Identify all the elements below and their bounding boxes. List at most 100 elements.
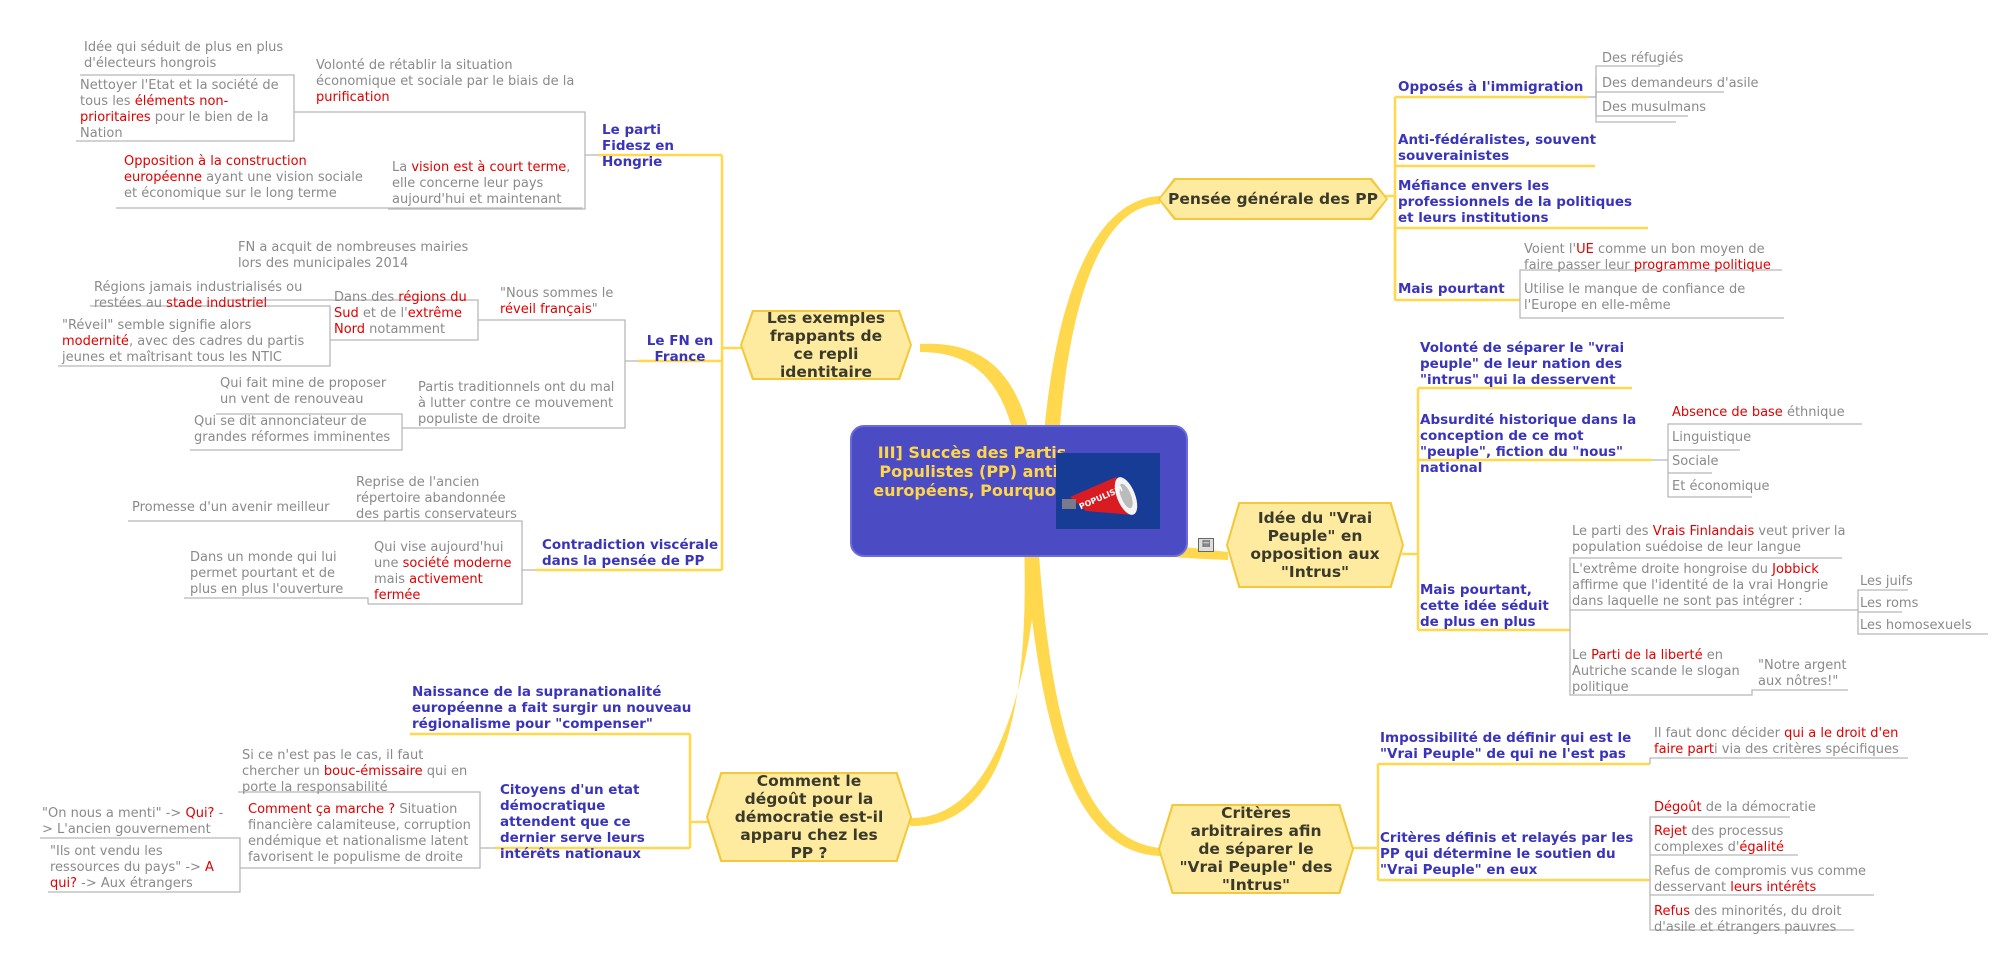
text-fragment: réveil français	[500, 302, 592, 317]
subtopic-absurdite[interactable]: Absurdité historique dans la conception …	[1420, 412, 1637, 476]
text-fragment: stade industriel	[166, 296, 268, 311]
leaf-refus-minorites[interactable]: Refus des minorités, du droit d'asile et…	[1654, 904, 1854, 936]
text-fragment: Dégoût	[1654, 800, 1702, 815]
leaf-purification[interactable]: Volonté de rétablir la situation économi…	[316, 58, 578, 106]
subtopic-fn[interactable]: Le FN en France	[646, 333, 714, 365]
text-fragment: "On nous a menti" ->	[42, 806, 186, 821]
leaf-autriche[interactable]: Le Parti de la liberté en Autriche scand…	[1572, 648, 1742, 696]
text-fragment: ayant une vision sociale et économique s…	[124, 170, 363, 201]
leaf-menti[interactable]: "On nous a menti" -> Qui? -> L'ancien go…	[42, 806, 232, 838]
subtopic-definis[interactable]: Critères définis et relayés par les PP q…	[1380, 830, 1634, 878]
leaf-sociale[interactable]: Sociale	[1672, 454, 1719, 469]
leaf-modernite[interactable]: "Réveil" semble signifie alors modernité…	[62, 318, 317, 366]
text-fragment: Situation financière calamiteuse, corrup…	[248, 802, 471, 865]
topic-peuple[interactable]: Idée du "Vrai Peuple" en opposition aux …	[1228, 504, 1402, 586]
text-fragment: Volonté de rétablir la situation économi…	[316, 58, 575, 89]
text-fragment: des minorités, du droit d'asile et étran…	[1654, 904, 1842, 935]
text-fragment: "Nous sommes le	[500, 286, 614, 301]
leaf-vendu[interactable]: "Ils ont vendu les ressources du pays" -…	[50, 844, 230, 892]
text-fragment: société moderne	[402, 556, 512, 571]
leaf-demandeurs[interactable]: Des demandeurs d'asile	[1602, 76, 1759, 91]
leaf-reveil-francais[interactable]: "Nous sommes le réveil français"	[500, 286, 640, 318]
text-fragment: "Ils ont vendu les ressources du pays" -…	[50, 844, 206, 875]
leaf-musulmans[interactable]: Des musulmans	[1602, 100, 1707, 115]
leaf-ue[interactable]: Voient l'UE comme un bon moyen de faire …	[1524, 242, 1789, 274]
topic-criteres-label: Critères arbitraires afin de séparer le …	[1179, 804, 1333, 894]
topic-degout[interactable]: Comment le dégoût pour la démocratie est…	[708, 774, 910, 860]
megaphone-icon: POPULISM	[1056, 453, 1160, 529]
leaf-regions[interactable]: Dans des régions du Sud et de l'extrême …	[334, 290, 479, 338]
subtopic-mefiance[interactable]: Méfiance envers les professionnels de la…	[1398, 178, 1633, 226]
note-icon[interactable]: ▤	[1198, 538, 1214, 552]
subtopic-contradiction[interactable]: Contradiction viscérale dans la pensée d…	[542, 537, 719, 569]
text-fragment: notamment	[365, 322, 446, 337]
leaf-jobbik[interactable]: L'extrême droite hongroise du Jobbick af…	[1572, 562, 1854, 610]
text-fragment: i via des critères spécifiques	[1714, 742, 1899, 757]
leaf-seduit-hongrois[interactable]: Idée qui séduit de plus en plus d'électe…	[84, 40, 284, 71]
leaf-refugies[interactable]: Des réfugiés	[1602, 51, 1684, 66]
subtopic-anti-federal[interactable]: Anti-fédéralistes, souvent souverainiste…	[1398, 132, 1597, 164]
leaf-economique[interactable]: Et économique	[1672, 479, 1770, 494]
leaf-promesse[interactable]: Promesse d'un avenir meilleur	[132, 500, 330, 515]
text-fragment: activement fermée	[374, 572, 483, 603]
leaf-argent[interactable]: "Notre argent aux nôtres!"	[1758, 658, 1847, 689]
populism-image: POPULISM	[1056, 453, 1160, 529]
text-fragment: et de l'	[358, 306, 408, 321]
text-fragment: A qui?	[50, 860, 214, 891]
subtopic-impossibilite[interactable]: Impossibilité de définir qui est le "Vra…	[1380, 730, 1632, 762]
central-topic[interactable]: III] Succès des Partis Populistes (PP) a…	[850, 425, 1188, 557]
leaf-comment[interactable]: Comment ça marche ? Situation financière…	[248, 802, 476, 866]
text-fragment: Qui vise aujourd'hui une	[374, 540, 504, 571]
subtopic-immigration[interactable]: Opposés à l'immigration	[1398, 79, 1584, 95]
leaf-mairies[interactable]: FN a acquit de nombreuses mairies lors d…	[238, 240, 469, 271]
leaf-nettoyer[interactable]: Nettoyer l'Etat et la société de tous le…	[80, 78, 290, 142]
leaf-vision[interactable]: La vision est à court terme, elle concer…	[392, 160, 582, 208]
text-fragment: Vrais Finlandais	[1652, 524, 1755, 539]
text-fragment: Jobbick	[1772, 562, 1819, 577]
text-fragment: Le parti des	[1572, 524, 1653, 539]
leaf-reprise[interactable]: Reprise de l'ancien répertoire abandonné…	[356, 475, 517, 522]
leaf-juifs[interactable]: Les juifs	[1860, 574, 1913, 589]
text-fragment: L'extrême droite hongroise du	[1572, 562, 1773, 577]
leaf-opposition-construction[interactable]: Opposition à la construction européenne …	[124, 154, 374, 202]
subtopic-fidesz[interactable]: Le parti Fidesz en Hongrie	[602, 122, 675, 170]
leaf-homosexuels[interactable]: Les homosexuels	[1860, 618, 1972, 633]
text-fragment: -> L'ancien gouvernement	[42, 806, 224, 837]
subtopic-seduit[interactable]: Mais pourtant, cette idée séduit de plus…	[1420, 582, 1549, 630]
topic-pensee-label: Pensée générale des PP	[1168, 190, 1378, 208]
leaf-degout-democratie[interactable]: Dégoût de la démocratie	[1654, 800, 1816, 816]
branch-degout	[910, 540, 1040, 827]
leaf-decider[interactable]: Il faut donc décider qui a le droit d'en…	[1654, 726, 1914, 758]
text-fragment: UE	[1576, 242, 1594, 257]
topic-pensee[interactable]: Pensée générale des PP	[1160, 180, 1386, 218]
text-fragment: Dans des	[334, 290, 399, 305]
subtopic-mais-pourtant[interactable]: Mais pourtant	[1398, 281, 1505, 297]
leaf-linguistique[interactable]: Linguistique	[1672, 430, 1752, 445]
subtopic-volonte-separer[interactable]: Volonté de séparer le "vrai peuple" de l…	[1420, 340, 1625, 388]
topic-criteres[interactable]: Critères arbitraires afin de séparer le …	[1160, 806, 1352, 892]
subtopic-naissance[interactable]: Naissance de la supranationalité europée…	[412, 684, 692, 732]
subtopic-citoyens[interactable]: Citoyens d'un etat démocratique attenden…	[500, 782, 645, 862]
leaf-societe-moderne[interactable]: Qui vise aujourd'hui une société moderne…	[374, 540, 519, 604]
leaf-confiance[interactable]: Utilise le manque de confiance de l'Euro…	[1524, 282, 1746, 313]
leaf-compromis[interactable]: Refus de compromis vus comme desservant …	[1654, 864, 1874, 896]
text-fragment: Absence de base	[1672, 405, 1783, 420]
leaf-absence-base[interactable]: Absence de base éthnique	[1672, 405, 1845, 421]
leaf-partis-traditionnels[interactable]: Partis traditionnels ont du mal à lutter…	[418, 380, 615, 427]
topic-exemples[interactable]: Les exemples frappants de ce repli ident…	[742, 312, 910, 378]
leaf-stade[interactable]: Régions jamais industrialisés ou restées…	[94, 280, 319, 312]
text-fragment: extrême Nord	[334, 306, 462, 337]
text-fragment: veut priver la population suédoise de le…	[1572, 524, 1846, 555]
leaf-mine[interactable]: Qui fait mine de proposer un vent de ren…	[220, 376, 387, 407]
text-fragment: Rejet	[1654, 824, 1688, 839]
text-fragment: leurs intérêts	[1730, 880, 1817, 895]
leaf-finlandais[interactable]: Le parti des Vrais Finlandais veut prive…	[1572, 524, 1847, 556]
leaf-bouc-emissaire[interactable]: Si ce n'est pas le cas, il faut chercher…	[242, 748, 472, 796]
text-fragment: Le	[1572, 648, 1592, 663]
text-fragment: vision est à court terme	[411, 160, 567, 175]
leaf-rejet[interactable]: Rejet des processus complexes d'égalité	[1654, 824, 1804, 856]
text-fragment: , elle concerne leur pays aujourd'hui et…	[392, 160, 571, 207]
leaf-roms[interactable]: Les roms	[1860, 596, 1919, 611]
leaf-monde[interactable]: Dans un monde qui lui permet pourtant et…	[190, 550, 344, 597]
leaf-annonciateur[interactable]: Qui se dit annonciateur de grandes réfor…	[194, 414, 391, 445]
